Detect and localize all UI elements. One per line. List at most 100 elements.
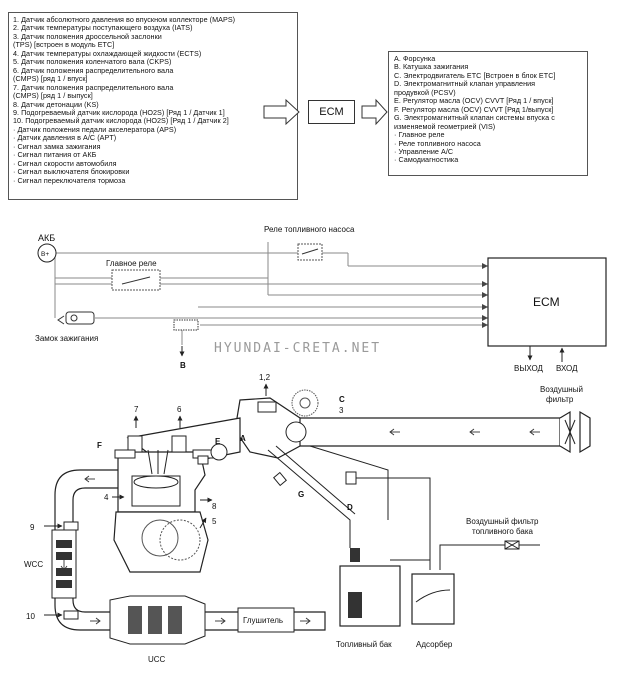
list-item: 6. Датчик положения распределительного в… — [13, 65, 174, 75]
evap-lines — [267, 445, 540, 570]
fuel-tank-air-filter-label-2: топливного бака — [472, 527, 534, 536]
list-item: G. Электромагнитный клапан системы впуск… — [394, 113, 555, 123]
list-item: 10. Подогреваемый датчик кислорода (HO2S… — [13, 116, 229, 126]
ecm-main-label: ECM — [533, 295, 560, 309]
o2-sensor-9-icon — [63, 521, 79, 531]
fuel-pump-relay-label: Реле топливного насоса — [264, 225, 355, 234]
wiring — [54, 242, 488, 345]
list-item: · Самодиагностика — [394, 155, 459, 165]
main-relay-label: Главное реле — [106, 259, 157, 268]
label-A: A — [240, 434, 246, 443]
muffler-box — [237, 607, 295, 633]
muffler-label: Глушитель — [243, 616, 283, 625]
list-item: B. Катушка зажигания — [394, 62, 469, 72]
list-item: 4. Датчик температуры охлаждающей жидкос… — [13, 48, 202, 58]
ecm-input-label: ВХОД — [556, 364, 578, 373]
injectors — [114, 435, 216, 459]
list-item: D. Электромагнитный клапан управления — [394, 79, 536, 89]
label-3: 3 — [339, 406, 344, 415]
list-item: · Сигнал скорости автомобиля — [13, 158, 117, 168]
label-7: 7 — [134, 405, 139, 414]
label-F: F — [97, 441, 102, 450]
air-filter-label: Воздушный — [540, 385, 583, 394]
list-item: · Датчик положения педали акселератора (… — [13, 124, 177, 134]
cvvt-ocv-e-icon — [210, 443, 228, 461]
sensor-input-list: 1. Датчик абсолютного давления во впускн… — [8, 12, 298, 200]
list-item: (CMPS) [ряд 1 / впуск] — [13, 74, 88, 84]
list-item: изменяемой геометрией (VIS) — [394, 121, 496, 131]
label-E: E — [215, 437, 221, 446]
sensor-items: 1. Датчик абсолютного давления во впускн… — [13, 15, 293, 185]
list-item: (TPS) [встроен в модуль ETC] — [13, 40, 115, 50]
label-9: 9 — [30, 523, 35, 532]
list-item: 7. Датчик положения распределительного в… — [13, 82, 174, 92]
list-item: · Датчик давления в A/C (APT) — [13, 133, 117, 143]
adsorber-label: Адсорбер — [416, 640, 453, 649]
list-item: C. Электродвигатель ETC [Встроен в блок … — [394, 70, 556, 80]
pcsv-d-icon — [345, 471, 357, 485]
battery-icon — [37, 243, 57, 263]
list-item: · Главное реле — [394, 130, 445, 140]
o2-sensor-10-icon — [63, 610, 79, 620]
fuel-tank-air-filter-label: Воздушный фильтр — [466, 517, 539, 526]
adsorber-canister — [411, 573, 455, 625]
list-item: F. Регулятор масла (OCV) CVVT [Ряд 1/вып… — [394, 104, 554, 114]
ucc-label: UCC — [148, 655, 166, 664]
list-item: (CMPS) [ряд 1 / выпуск] — [13, 91, 93, 101]
ignition-switch-label: Замок зажигания — [35, 334, 98, 343]
flow-arrow-icon — [263, 98, 300, 126]
battery-label: АКБ — [38, 233, 55, 243]
actuator-items: A. Форсунка B. Катушка зажигания C. Элек… — [394, 54, 582, 165]
fuel-tank — [339, 548, 401, 627]
list-item: · Сигнал переключателя тормоза — [13, 175, 126, 185]
list-item: 3. Датчик положения дроссельной заслонки — [13, 31, 162, 41]
engine-block — [113, 451, 209, 573]
label-4: 4 — [104, 493, 109, 502]
sensor-pointer-arrows — [44, 346, 269, 618]
crankshaft-target-wheel-icon — [159, 519, 201, 561]
list-item: · Сигнал замка зажигания — [13, 141, 101, 151]
list-item: A. Форсунка — [394, 54, 436, 63]
exhaust-flow-arrows — [60, 475, 311, 625]
list-item: продувкой (PCSV) — [394, 87, 456, 97]
label-5: 5 — [212, 517, 217, 526]
vis-g-icon — [273, 471, 287, 487]
intake-flow-arrows — [389, 428, 540, 436]
list-item: · Сигнал питания от АКБ — [13, 150, 97, 160]
label-10: 10 — [26, 612, 35, 621]
flow-arrow-icon — [361, 98, 388, 126]
air-filter-icon — [564, 419, 576, 445]
list-item: 5. Датчик положения коленчатого вала (CK… — [13, 57, 172, 67]
ecm-main-box — [487, 257, 607, 347]
ecm-output-label: ВЫХОД — [514, 364, 544, 373]
label-B: B — [180, 361, 186, 370]
main-relay-icon — [111, 269, 161, 291]
label-1-2: 1,2 — [259, 373, 271, 382]
list-item: · Реле топливного насоса — [394, 138, 481, 148]
intake-duct — [300, 410, 591, 454]
list-item: 9. Подогреваемый датчик кислорода (HO2S)… — [13, 107, 225, 117]
o2-sensor-stem — [197, 455, 209, 465]
signal-arrows — [482, 263, 488, 328]
throttle-body — [234, 397, 307, 459]
fuel-tank-air-filter-icon — [504, 540, 520, 550]
list-item: · Управление A/C — [394, 146, 454, 156]
air-filter-label-2: фильтр — [546, 395, 574, 404]
fuel-pump-relay-icon — [297, 243, 323, 261]
list-item: 8. Датчик детонации (KS) — [13, 99, 99, 109]
list-item: 2. Датчик температуры поступающего возду… — [13, 23, 193, 33]
actuator-output-list: A. Форсунка B. Катушка зажигания C. Элек… — [388, 51, 588, 176]
etc-motor-gear-icon — [291, 389, 319, 417]
label-C: C — [339, 395, 345, 404]
ignition-coil-connector-icon — [173, 319, 199, 331]
watermark-text: HYUNDAI-CRETA.NET — [214, 341, 381, 356]
label-D: D — [347, 503, 353, 512]
fuel-tank-label: Топливный бак — [336, 640, 392, 649]
wcc-label: WCC — [24, 560, 43, 569]
list-item: E. Регулятор масла (OCV) CVVT [Ряд 1 / в… — [394, 96, 554, 106]
battery-terminal-label: B+ — [41, 251, 49, 258]
list-item: 1. Датчик абсолютного давления во впускн… — [13, 15, 236, 24]
spark-plugs — [147, 449, 169, 475]
list-item: · Сигнал выключателя блокировки — [13, 167, 130, 177]
